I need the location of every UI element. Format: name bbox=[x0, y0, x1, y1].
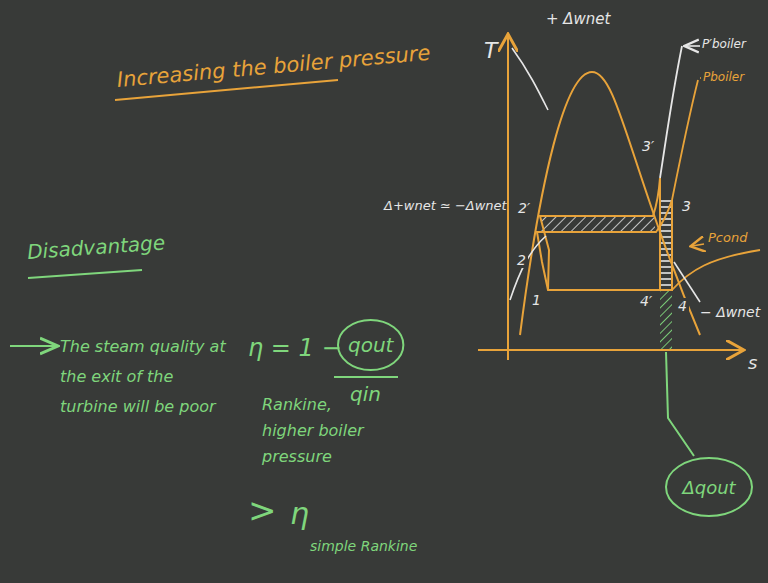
rankine-cycle bbox=[537, 200, 672, 290]
state-number: 4 bbox=[676, 298, 689, 314]
label-arrow bbox=[692, 244, 704, 246]
comparison-sign: > bbox=[248, 490, 277, 530]
state-number: 1 bbox=[530, 292, 543, 308]
circled-term: Δqout bbox=[664, 456, 754, 518]
circle-outline bbox=[338, 320, 403, 370]
leader-line bbox=[666, 352, 694, 456]
area-label: + Δwnet bbox=[546, 10, 610, 28]
label-arrow bbox=[686, 45, 700, 47]
heat-out-area bbox=[660, 290, 672, 350]
liquid-isobar bbox=[512, 48, 548, 110]
liquid-isobar bbox=[510, 236, 546, 300]
isobar-label: Pcond bbox=[708, 230, 747, 245]
area-label: − Δwnet bbox=[700, 304, 760, 320]
work-gain-area bbox=[541, 216, 655, 232]
heading-underline bbox=[28, 270, 142, 278]
t-axis bbox=[507, 36, 509, 360]
circled-term: qout bbox=[336, 318, 405, 372]
circle-outline bbox=[666, 458, 752, 516]
efficiency-symbol: η bbox=[290, 496, 309, 531]
s-axis bbox=[478, 349, 742, 351]
circled-label: Δqout bbox=[682, 477, 735, 498]
equation: η = 1 − bbox=[248, 334, 342, 362]
circled-label: qout bbox=[348, 333, 393, 357]
state-number: 2 bbox=[515, 252, 528, 268]
high-boiler-isobar bbox=[660, 46, 682, 178]
axis-label: s bbox=[748, 352, 757, 373]
subscript-note: simple Rankine bbox=[310, 538, 417, 554]
state-number: 2′ bbox=[516, 200, 532, 216]
condenser-line bbox=[548, 289, 672, 291]
saturation-dome bbox=[520, 72, 700, 335]
axis-label: T bbox=[484, 38, 497, 63]
label-arrow bbox=[700, 77, 701, 79]
note-text: The steam quality at the exit of the tur… bbox=[60, 332, 235, 422]
boiler-isobar bbox=[672, 80, 698, 200]
fraction-bar bbox=[334, 376, 398, 378]
state-number: 4′ bbox=[638, 293, 654, 309]
isobar-label: Pboiler bbox=[703, 70, 744, 84]
note-heading: Disadvantage bbox=[26, 230, 166, 264]
state-number: 3 bbox=[680, 198, 693, 214]
high-pressure-cycle bbox=[540, 178, 660, 290]
equation: Δ+wnet ≃ −Δwnet bbox=[384, 198, 507, 213]
board-heading: Increasing the boiler pressure bbox=[116, 41, 431, 92]
state-number: 3′ bbox=[640, 138, 656, 154]
bullet-arrow bbox=[10, 345, 56, 347]
leader-line bbox=[674, 262, 700, 302]
condenser-isobar bbox=[672, 250, 760, 290]
isobar-label: P′boiler bbox=[702, 37, 746, 51]
equation-term: qin bbox=[350, 382, 381, 406]
note-text: Rankine, higher boiler pressure bbox=[262, 392, 384, 470]
